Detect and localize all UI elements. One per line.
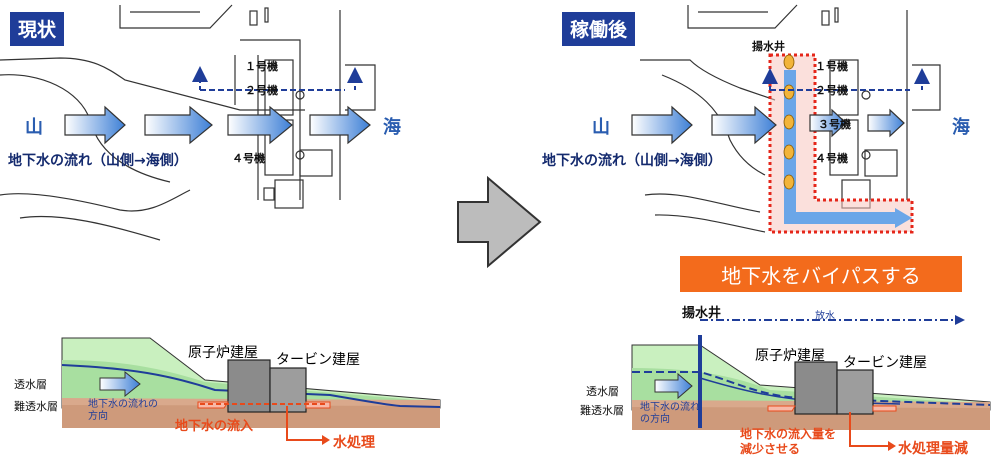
- reactor-building-label-right: 原子炉建屋: [755, 348, 825, 364]
- unit-2-label-right: ２号機: [815, 84, 848, 97]
- reactor-building-label: 原子炉建屋: [188, 345, 258, 361]
- left-site-map: [0, 4, 376, 241]
- right-cross-section: [631, 315, 991, 451]
- pumping-well-section-label: 揚水井: [682, 306, 722, 321]
- after-operation-tag: 稼働後: [562, 12, 636, 46]
- pumping-well-label: 揚水井: [752, 40, 785, 53]
- well-points: [783, 54, 795, 190]
- flow-caption: 地下水の流れ（山側→海側）: [8, 153, 188, 169]
- flow-direction-label-right: 地下水の流れの方向: [640, 402, 700, 425]
- flow-direction-label: 地下水の流れの方向: [88, 399, 158, 422]
- flow-caption-right: 地下水の流れ（山側→海側）: [542, 153, 722, 169]
- right-site-map: [640, 4, 941, 233]
- unit-1-label-right: １号機: [815, 60, 848, 73]
- unit-3-label-right: ３号機: [818, 118, 851, 131]
- left-flow-arrows: [64, 105, 371, 145]
- right-flow-arrows: [631, 105, 905, 145]
- turbine-building-label: タービン建屋: [276, 352, 360, 368]
- bypass-banner: 地下水をバイパスする: [680, 256, 962, 292]
- unit-2-label: ２号機: [245, 84, 278, 97]
- sea-label: 海: [383, 117, 401, 138]
- inflow-reduction-label: 地下水の流入量を減少させる: [740, 427, 837, 456]
- mountain-label: 山: [25, 117, 43, 138]
- permeable-layer-label: 透水層: [14, 378, 47, 391]
- discharge-label: 放水: [815, 311, 835, 322]
- unit-4-label: ４号機: [232, 152, 265, 165]
- impermeable-layer-label: 難透水層: [14, 400, 58, 413]
- transition-arrow: [457, 175, 542, 269]
- water-treatment-label: 水処理: [333, 435, 375, 451]
- permeable-layer-label-right: 透水層: [586, 385, 619, 398]
- current-state-tag: 現状: [10, 12, 65, 46]
- impermeable-layer-label-right: 難透水層: [580, 404, 624, 417]
- left-cross-section: [61, 337, 441, 445]
- inflow-label: 地下水の流入: [175, 419, 254, 434]
- unit-1-label: １号機: [245, 60, 278, 73]
- unit-4-label-right: ４号機: [815, 152, 848, 165]
- turbine-building-label-right: タービン建屋: [843, 355, 927, 371]
- reduced-treatment-label: 水処理量減: [898, 441, 968, 457]
- sea-label-right: 海: [952, 117, 970, 138]
- mountain-label-right: 山: [592, 117, 610, 138]
